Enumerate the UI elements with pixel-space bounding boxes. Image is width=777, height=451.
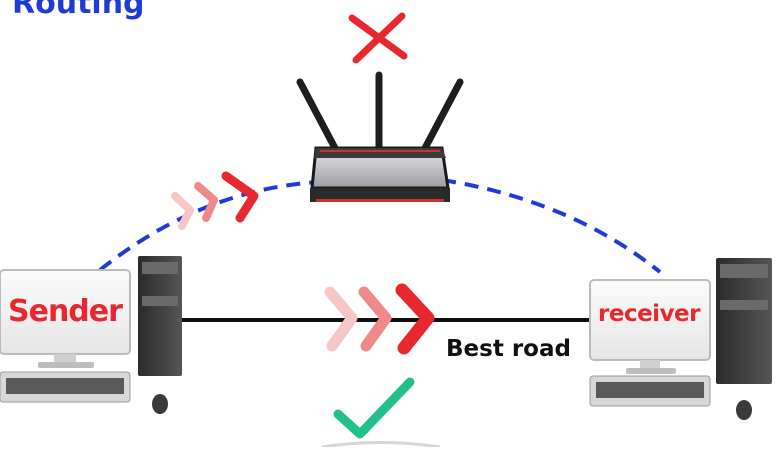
green-check-icon xyxy=(321,377,441,449)
arc-path-left xyxy=(98,180,319,272)
router-icon xyxy=(296,71,464,202)
sender-label: Sender xyxy=(8,294,123,329)
diagram-heading: Routing xyxy=(12,0,145,21)
faded-arrows-upper xyxy=(171,171,259,230)
arc-path-right xyxy=(441,178,662,274)
receiver-computer-icon xyxy=(589,258,772,420)
road-arrows xyxy=(324,283,435,355)
sender-computer-icon xyxy=(0,256,182,414)
best-road-label: Best road xyxy=(446,336,571,362)
receiver-label: receiver xyxy=(598,301,701,327)
red-cross-icon xyxy=(348,12,408,64)
